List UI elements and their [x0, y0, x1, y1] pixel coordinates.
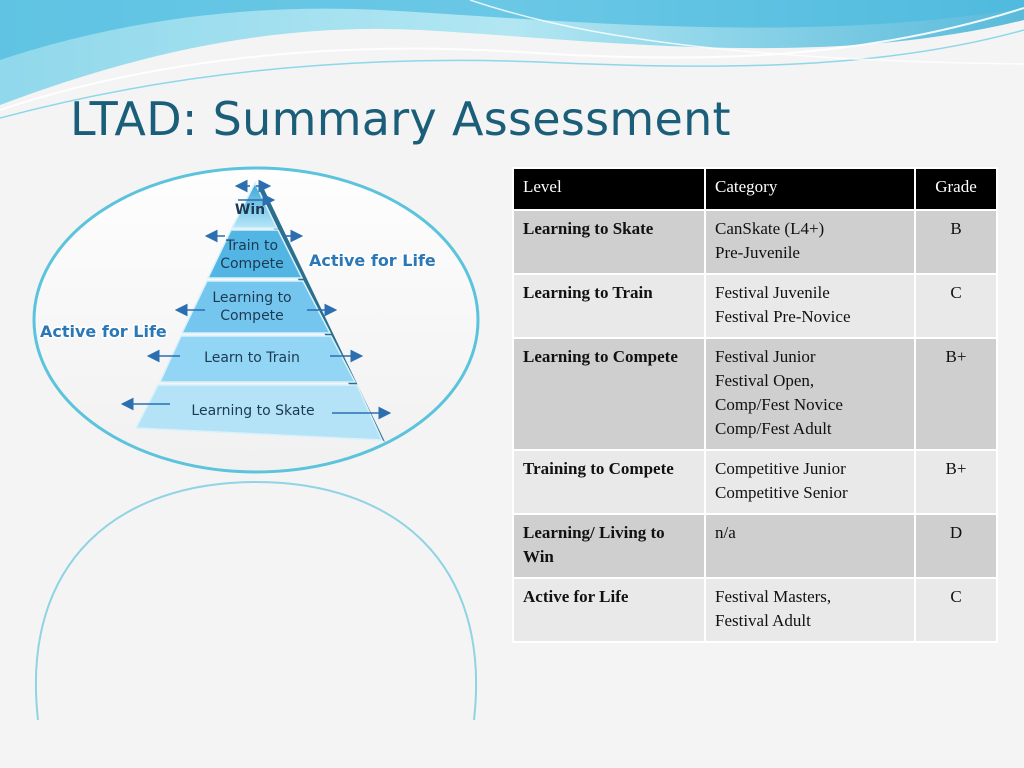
category-line: Competitive Junior — [715, 459, 846, 478]
column-header-grade: Grade — [914, 167, 998, 211]
category-line: CanSkate (L4+) — [715, 219, 825, 238]
level-cell: Training to Compete — [512, 449, 706, 515]
grade-cell: B+ — [914, 449, 998, 515]
table-row: Learning to Skate CanSkate (L4+) Pre-Juv… — [512, 209, 998, 275]
table-header-row: Level Category Grade — [512, 167, 998, 211]
category-cell: Festival Juvenile Festival Pre-Novice — [704, 273, 916, 339]
table-row: Learning to Compete Festival Junior Fest… — [512, 337, 998, 451]
category-line: Festival Juvenile — [715, 283, 830, 302]
tier-label-learning-to-skate: Learning to Skate — [191, 403, 314, 419]
tier-label-train-to: Train to — [225, 238, 278, 254]
category-line: Festival Masters, — [715, 587, 832, 606]
level-cell: Learning to Train — [512, 273, 706, 339]
tier-learn-to-train — [158, 335, 357, 383]
slide-title: LTAD: Summary Assessment — [70, 92, 731, 146]
category-line: Comp/Fest Adult — [715, 419, 832, 438]
tier-learning-to-skate — [134, 384, 384, 441]
tier-label-learning-to: Learning to — [212, 290, 291, 306]
header-waves — [0, 0, 1024, 119]
category-line: n/a — [715, 523, 736, 542]
tier-learning-to-compete — [180, 280, 332, 334]
table-row: Learning to Train Festival Juvenile Fest… — [512, 273, 998, 339]
category-cell: n/a — [704, 513, 916, 579]
category-cell: Competitive Junior Competitive Senior — [704, 449, 916, 515]
column-header-category: Category — [704, 167, 916, 211]
table-row: Learning/ Living to Win n/a D — [512, 513, 998, 579]
grade-cell: D — [914, 513, 998, 579]
category-line: Competitive Senior — [715, 483, 848, 502]
category-line: Festival Open, — [715, 371, 815, 390]
tier-label-compete-2: Compete — [220, 308, 284, 324]
tier-train-to-compete — [206, 229, 304, 279]
grade-cell: C — [914, 577, 998, 643]
category-line: Festival Pre-Novice — [715, 307, 851, 326]
level-cell: Active for Life — [512, 577, 706, 643]
category-line: Festival Junior — [715, 347, 816, 366]
tier-label-learn-to-train: Learn to Train — [204, 350, 300, 366]
category-line: Pre-Juvenile — [715, 243, 800, 262]
tier-label-win: Win — [235, 202, 265, 218]
lower-ellipse — [34, 480, 478, 721]
ltad-pyramid-diagram: Win Train to Compete Learning to Compete… — [32, 166, 480, 721]
active-for-life-label-left: Active for Life — [40, 322, 167, 341]
active-for-life-label-right: Active for Life — [309, 251, 436, 270]
grade-cell: B — [914, 209, 998, 275]
grade-cell: B+ — [914, 337, 998, 451]
category-cell: CanSkate (L4+) Pre-Juvenile — [704, 209, 916, 275]
level-cell: Learning to Compete — [512, 337, 706, 451]
category-line: Festival Adult — [715, 611, 811, 630]
tier-label-compete-1: Compete — [220, 256, 284, 272]
table-row: Training to Compete Competitive Junior C… — [512, 449, 998, 515]
grade-cell: C — [914, 273, 998, 339]
table-row: Active for Life Festival Masters, Festiv… — [512, 577, 998, 643]
summary-table: Level Category Grade Learning to Skate C… — [512, 167, 998, 643]
category-cell: Festival Masters, Festival Adult — [704, 577, 916, 643]
column-header-level: Level — [512, 167, 706, 211]
level-cell: Learning to Skate — [512, 209, 706, 275]
level-cell: Learning/ Living to Win — [512, 513, 706, 579]
category-cell: Festival Junior Festival Open, Comp/Fest… — [704, 337, 916, 451]
category-line: Comp/Fest Novice — [715, 395, 843, 414]
